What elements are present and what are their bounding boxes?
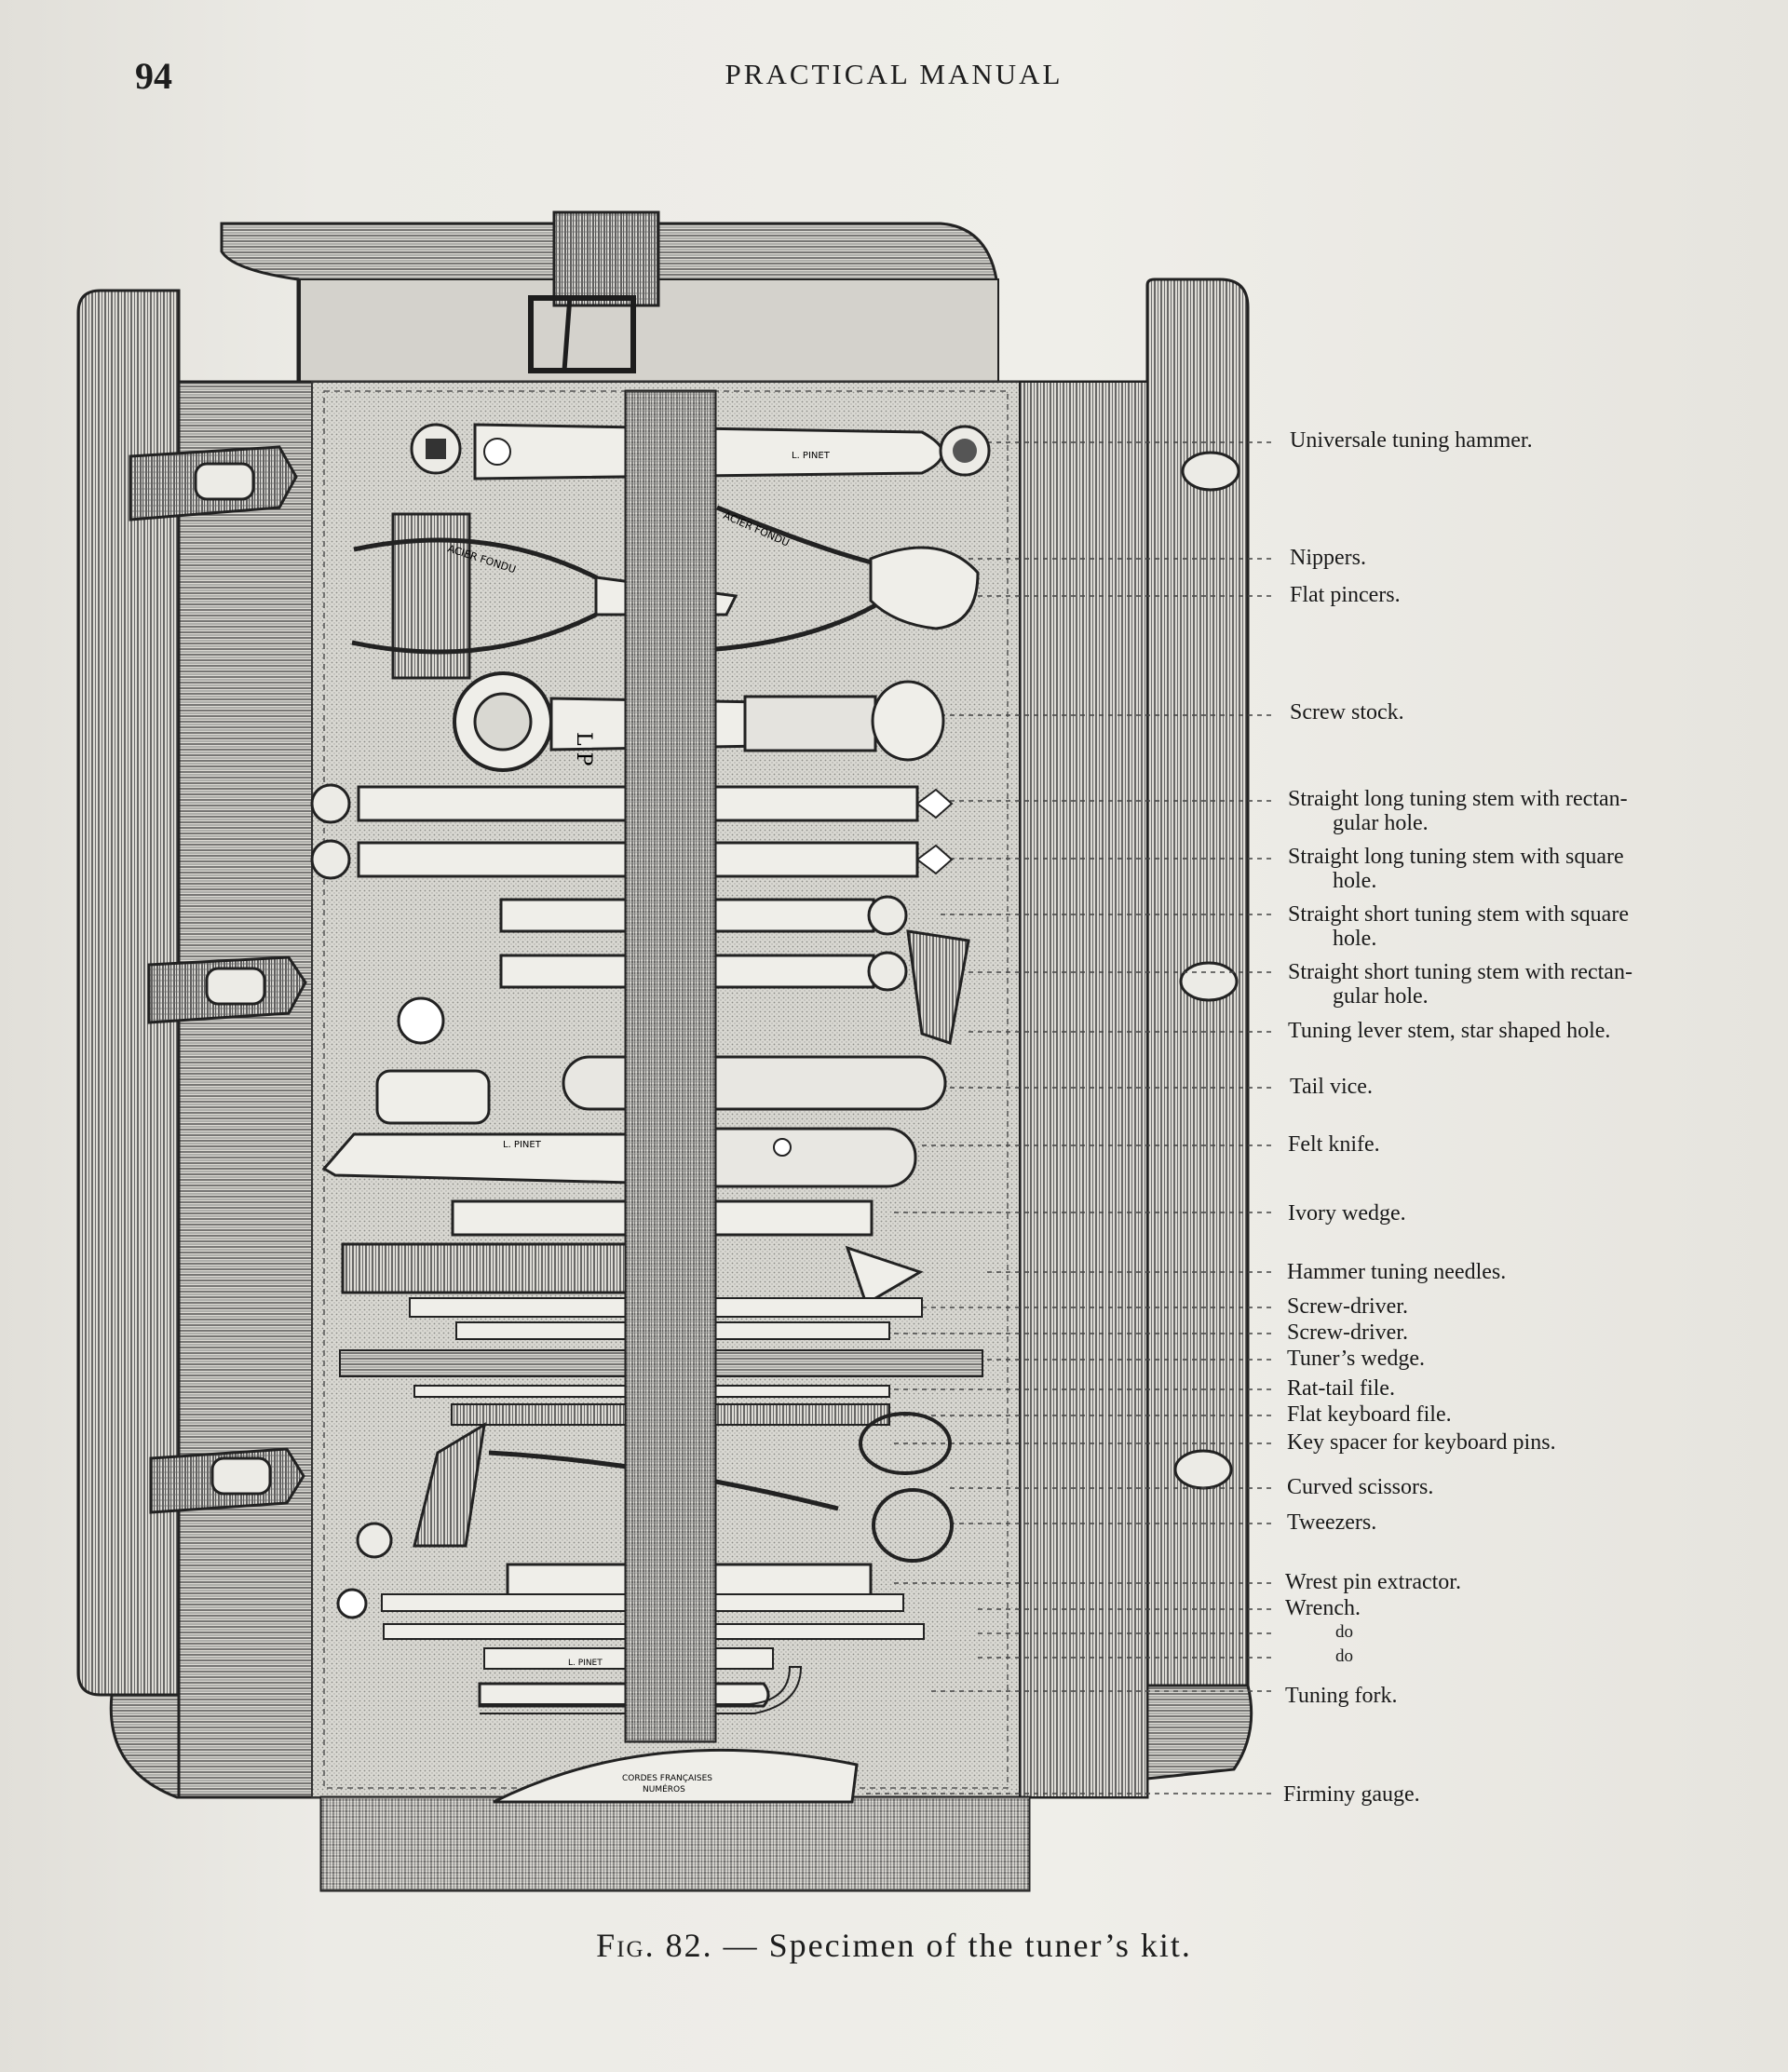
label-screw-driver-1: Screw-driver. (1287, 1294, 1408, 1319)
left-straps (129, 445, 307, 1514)
label-key-spacer: Key spacer for keyboard pins. (1287, 1430, 1556, 1455)
label-ditto-2: do (1335, 1646, 1353, 1666)
label-firminy-gauge: Firminy gauge. (1283, 1782, 1420, 1807)
label-curved-scissors: Curved scissors. (1287, 1475, 1434, 1499)
caption-figure-number: Fig. 82. (596, 1927, 713, 1964)
hammer-maker-mark: L. PINET (792, 451, 831, 461)
label-long-stem-rectangular: Straight long tuning stem with rectan-gu… (1288, 787, 1628, 835)
running-head: PRACTICAL MANUAL (725, 58, 1063, 90)
label-rat-tail-file: Rat-tail file. (1287, 1376, 1395, 1401)
label-ivory-wedge: Ivory wedge. (1288, 1201, 1406, 1226)
gauge-text-1: CORDES FRANÇAISES (622, 1774, 712, 1783)
wrench-maker-mark: L. PINET (568, 1659, 603, 1668)
tool-firminy-gauge: CORDES FRANÇAISES NUMÉROS (493, 1748, 859, 1804)
caption-dash: — (723, 1927, 759, 1964)
label-tuners-wedge: Tuner’s wedge. (1287, 1347, 1425, 1371)
knife-maker-mark: L. PINET (503, 1140, 542, 1150)
figure-caption: Fig. 82. — Specimen of the tuner’s kit. (0, 1926, 1788, 1965)
gauge-text-2: NUMÉROS (643, 1783, 685, 1794)
screw-stock-mark: L P (572, 732, 595, 766)
top-flap (220, 210, 999, 393)
label-screw-stock: Screw stock. (1290, 700, 1404, 725)
caption-text: Specimen of the tuner’s kit. (768, 1927, 1192, 1964)
label-universale-tuning-hammer: Universale tuning hammer. (1290, 428, 1533, 453)
central-strap (624, 389, 717, 1743)
right-roll (1145, 278, 1253, 1781)
label-tail-vice: Tail vice. (1290, 1075, 1373, 1099)
label-wrench: Wrench. (1285, 1596, 1361, 1620)
label-ditto-1: do (1335, 1622, 1353, 1642)
label-nippers: Nippers. (1290, 546, 1366, 570)
label-short-stem-rectangular: Straight short tuning stem with rectan-g… (1288, 960, 1632, 1009)
label-hammer-tuning-needles: Hammer tuning needles. (1287, 1260, 1507, 1284)
leader-lines (866, 441, 1276, 1794)
tool-felt-knife: L. PINET (321, 1127, 917, 1188)
label-tweezers: Tweezers. (1287, 1510, 1377, 1535)
label-flat-keyboard-file: Flat keyboard file. (1287, 1402, 1452, 1427)
label-tuning-lever-stem: Tuning lever stem, star shaped hole. (1288, 1019, 1611, 1043)
label-screw-driver-2: Screw-driver. (1287, 1320, 1408, 1345)
label-flat-pincers: Flat pincers. (1290, 583, 1401, 607)
page-number: 94 (135, 55, 172, 97)
label-tuning-fork: Tuning fork. (1285, 1684, 1398, 1708)
label-wrest-pin-extractor: Wrest pin extractor. (1285, 1570, 1461, 1594)
tool-screw-stock: L P (453, 671, 945, 772)
label-felt-knife: Felt knife. (1288, 1132, 1380, 1157)
